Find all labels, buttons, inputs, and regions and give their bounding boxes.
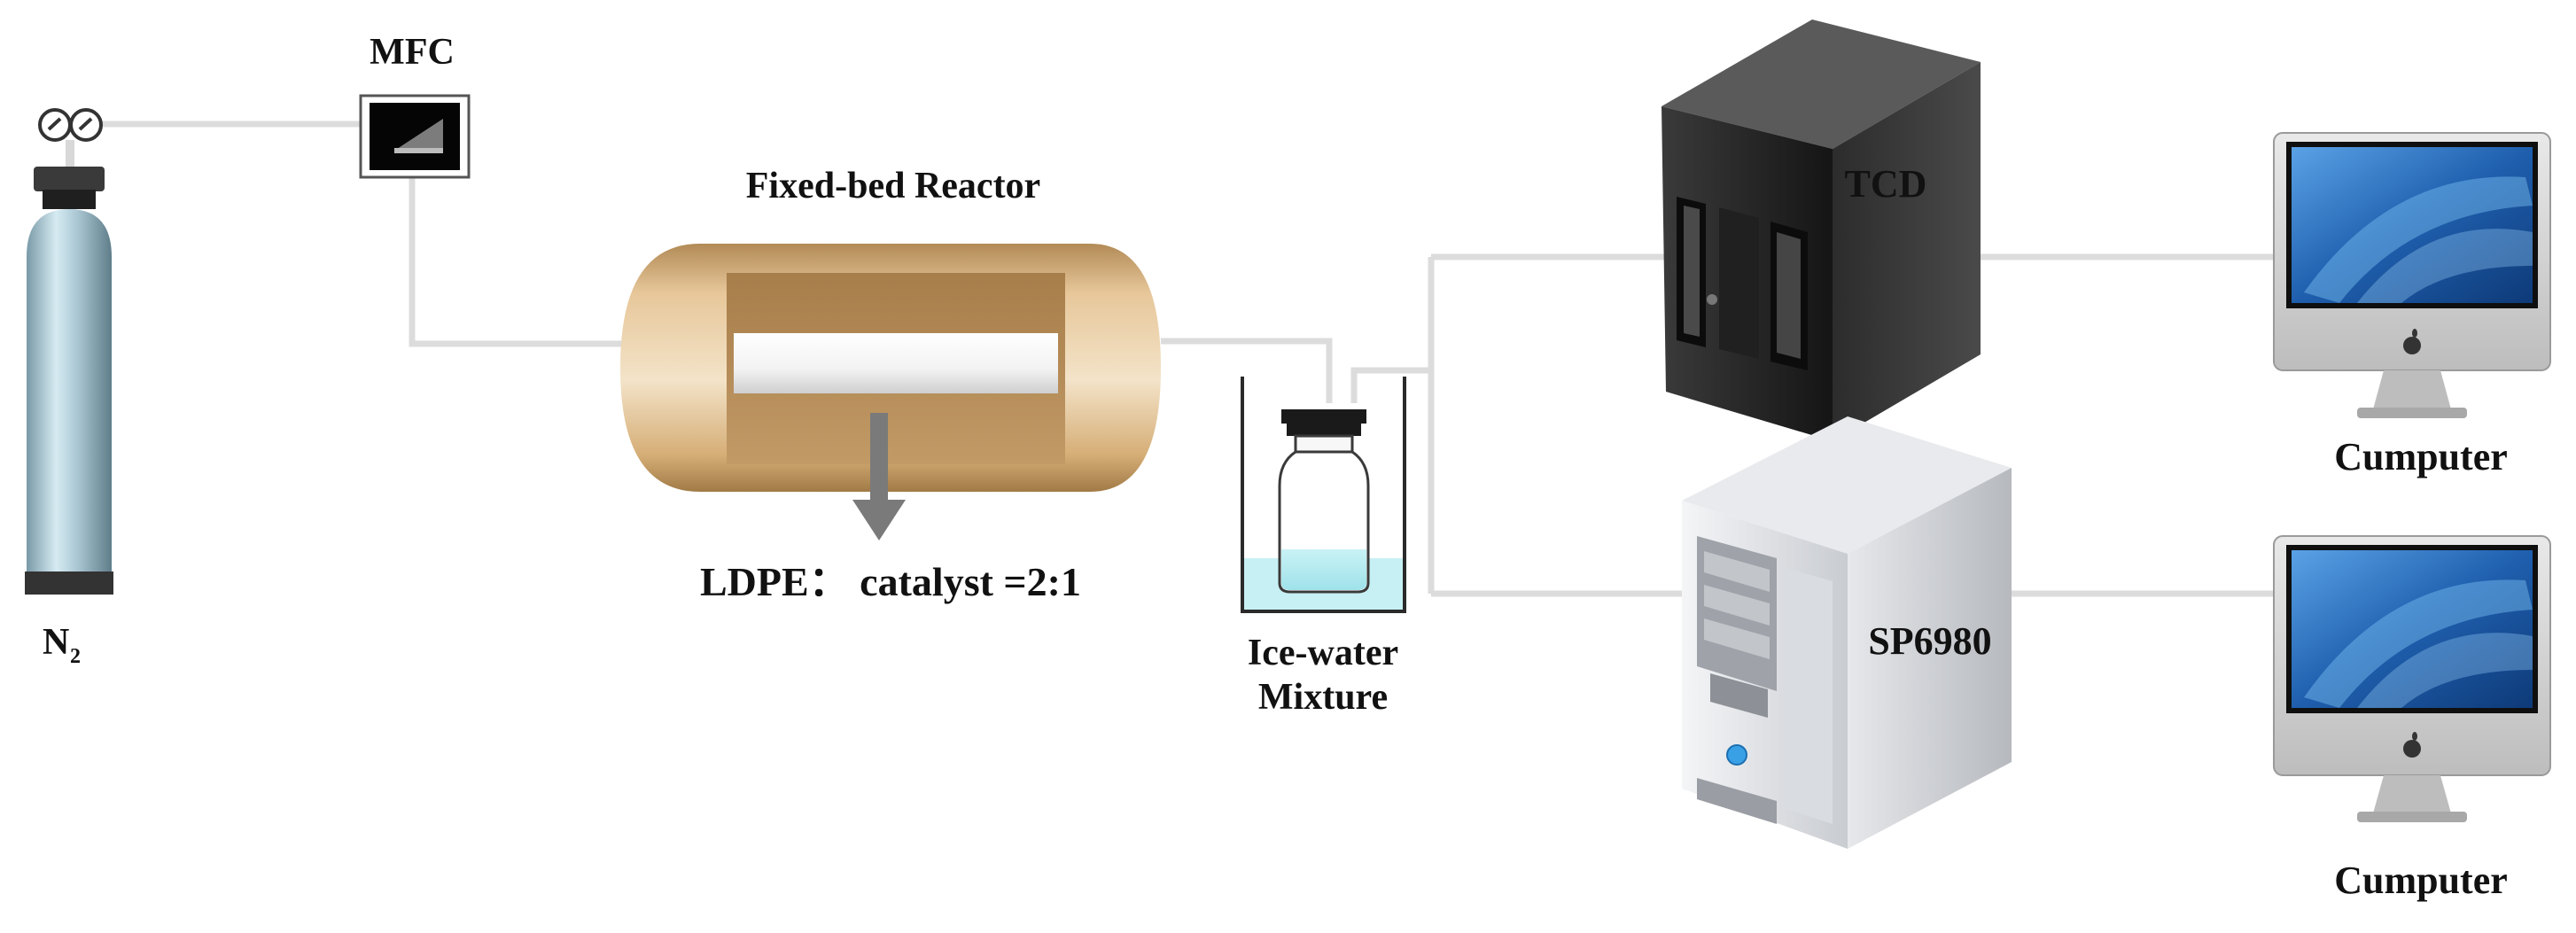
pressure-gauge-icon [38, 108, 103, 167]
arrow-down-icon [852, 413, 906, 540]
server-tower-icon [1662, 19, 1981, 441]
tcd-label: TCD [1845, 162, 1927, 206]
pipe-mfc-to-reactor [409, 175, 629, 347]
desktop-computer-icon [2273, 132, 2551, 418]
pipe-reactor-to-bath [1161, 338, 1333, 403]
computer-label-top: Cumputer [2334, 435, 2508, 478]
apple-logo-icon [2403, 329, 2421, 354]
reactor-icon [620, 244, 1161, 540]
server-tower-icon [1682, 416, 2012, 849]
mass-flow-controller-icon [359, 94, 471, 179]
ice-bath [1241, 377, 1406, 613]
apple-logo-icon [2403, 732, 2421, 758]
pipe-bath-outlet [1350, 367, 1431, 403]
ratio-label: LDPE： catalyst =2:1 [700, 559, 1081, 604]
sp6980-label: SP6980 [1868, 619, 1991, 663]
gas-cylinder-icon [25, 108, 113, 595]
ice-water-label-line1: Ice-water [1248, 633, 1398, 673]
pipe-network [99, 121, 2282, 597]
mfc-label: MFC [370, 32, 455, 73]
n2-label: N [43, 622, 69, 663]
flask-icon [1278, 409, 1370, 594]
computer-label-bottom: Cumputer [2334, 859, 2508, 902]
n2-subscript: 2 [70, 645, 81, 668]
ice-water-label-line2: Mixture [1258, 677, 1388, 718]
reactor-label: Fixed-bed Reactor [746, 166, 1040, 206]
desktop-computer-icon [2273, 535, 2551, 822]
